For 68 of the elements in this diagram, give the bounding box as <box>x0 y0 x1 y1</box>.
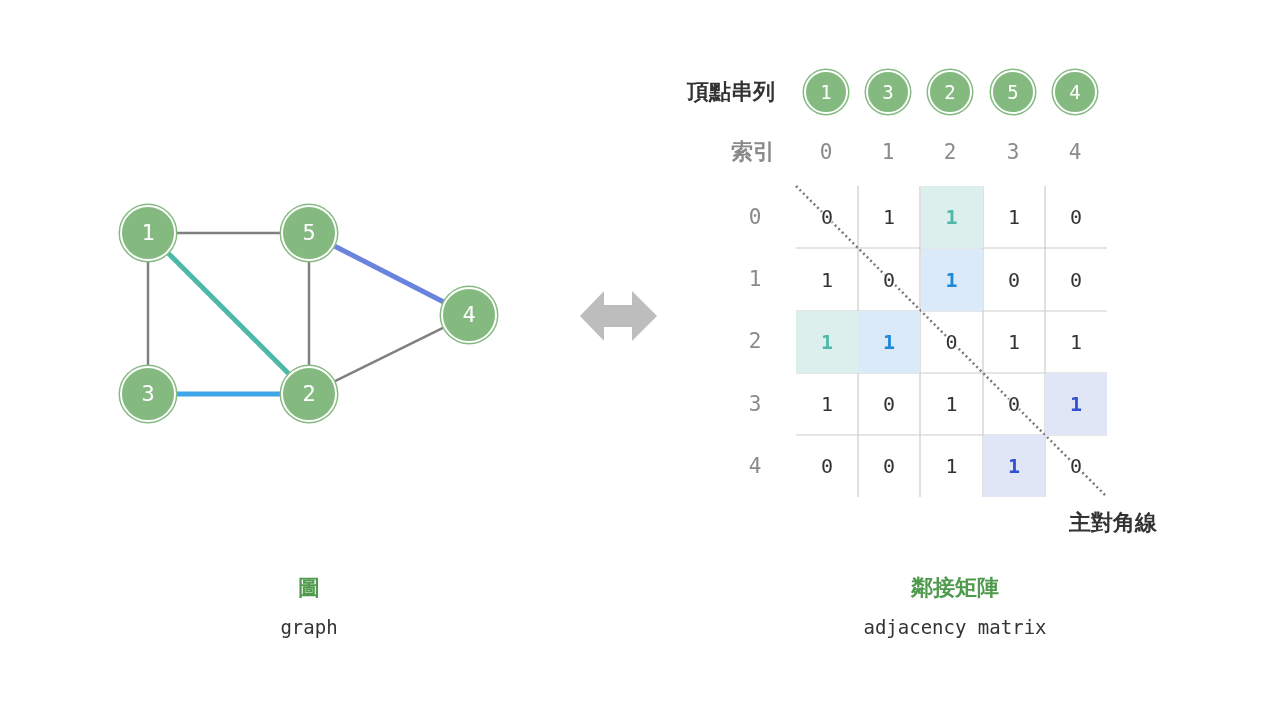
vertex-label: 1 <box>820 82 832 102</box>
vertex-circle <box>991 70 1035 114</box>
matrix-value: 1 <box>858 311 920 373</box>
matrix-value: 1 <box>1006 204 1021 231</box>
vertex-circle <box>866 70 910 114</box>
matrix-value: 0 <box>1006 391 1021 418</box>
graph-edge <box>177 391 280 397</box>
matrix-value: 0 <box>1068 266 1083 294</box>
graph-edge <box>166 251 291 376</box>
matrix-value: 0 <box>1068 204 1083 231</box>
vertex-circle <box>281 205 337 261</box>
matrix-value: 1 <box>819 391 834 418</box>
row-index: 1 <box>748 267 762 292</box>
index-number: 0 <box>819 140 833 164</box>
vertex-label: 5 <box>1007 82 1019 102</box>
matrix-value: 1 <box>1068 329 1083 356</box>
row-index: 4 <box>748 453 762 478</box>
vertex-label: 5 <box>302 222 316 244</box>
matrix-value: 1 <box>1006 329 1021 356</box>
matrix-value: 1 <box>983 435 1045 497</box>
vertex-circle <box>804 70 848 114</box>
graph-edge <box>307 262 311 365</box>
matrix-value: 1 <box>819 266 834 294</box>
matrix-value: 1 <box>944 391 959 418</box>
index-number: 2 <box>943 140 957 164</box>
vertex-label: 3 <box>882 82 894 102</box>
vertex-circle <box>928 70 972 114</box>
matrix-value: 0 <box>881 453 896 480</box>
row-heading: 索引 <box>731 138 775 166</box>
index-number: 1 <box>881 140 895 164</box>
row-index: 3 <box>748 391 762 416</box>
caption-subtitle: graph <box>280 616 338 638</box>
index-number: 3 <box>1006 140 1020 164</box>
matrix-value: 0 <box>1068 453 1083 480</box>
vertex-label: 4 <box>1069 82 1081 102</box>
vertex-label: 1 <box>141 222 155 244</box>
vertex-circle <box>1053 70 1097 114</box>
index-number: 4 <box>1068 140 1082 164</box>
caption-title: 圖 <box>298 574 320 602</box>
vertex-circle <box>281 366 337 422</box>
matrix-value: 1 <box>796 311 858 373</box>
diagonal-label: 主對角線 <box>1069 509 1157 537</box>
matrix-value: 0 <box>944 329 959 356</box>
graph-edge <box>146 262 150 365</box>
row-index: 2 <box>748 329 762 354</box>
vertex-label: 2 <box>302 383 316 405</box>
matrix-value: 0 <box>1006 266 1021 294</box>
matrix-value: 1 <box>1045 373 1107 435</box>
vertex-circle <box>441 287 497 343</box>
vertex-label: 3 <box>141 383 155 405</box>
graph-edge <box>334 326 444 383</box>
vertex-label: 2 <box>944 82 956 102</box>
matrix-value: 0 <box>819 204 834 231</box>
matrix-value: 1 <box>920 186 983 248</box>
row-index: 0 <box>748 205 762 229</box>
vertex-circle <box>120 366 176 422</box>
caption-title: 鄰接矩陣 <box>911 574 999 602</box>
caption-subtitle: adjacency matrix <box>863 616 1047 638</box>
matrix-value: 0 <box>881 391 896 418</box>
matrix-value: 1 <box>881 204 896 231</box>
row-heading: 頂點串列 <box>687 78 775 106</box>
vertex-circle <box>120 205 176 261</box>
vertex-label: 4 <box>462 304 476 326</box>
matrix-value: 0 <box>819 453 834 480</box>
graph-edge <box>177 231 280 235</box>
matrix-value: 1 <box>944 453 959 480</box>
matrix-value: 1 <box>920 248 983 311</box>
graph-edge <box>333 244 445 304</box>
